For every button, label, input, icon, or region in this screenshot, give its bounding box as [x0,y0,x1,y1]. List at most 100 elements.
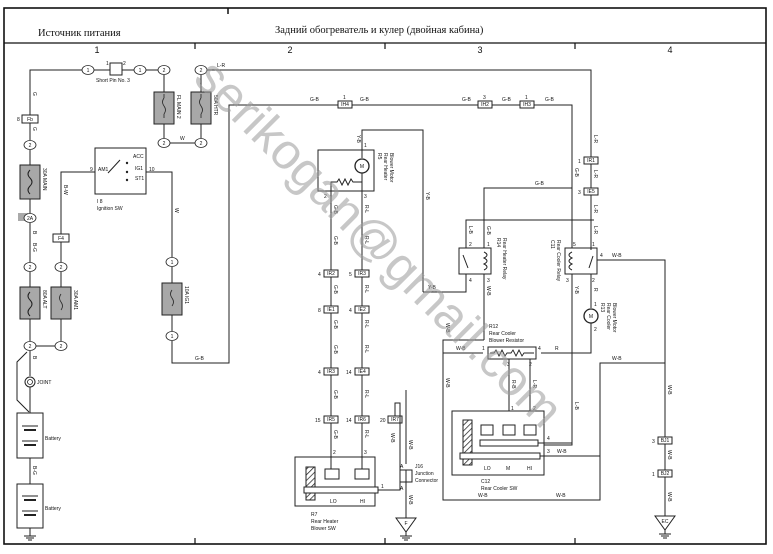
svg-text:M: M [360,164,364,170]
pin-label: 2 [592,278,595,284]
pin-label: 8 [318,308,321,314]
connector-label: IH4 [341,102,349,108]
wire-label-lr: L-R [531,380,537,388]
r13-name: Blower Motor [611,303,617,333]
wire-label-yb: Y-B [428,285,437,291]
ground-f-icon: F [395,517,417,541]
wire-label-rl: R-L [363,285,369,293]
wire-label-lr: L-R [592,135,598,143]
ignition-ig1-label: IG1 [135,166,143,172]
r12-name: Blower Resistor [489,338,524,344]
wire-label-lb: L-B [573,402,579,410]
pin-label: 2 [29,143,32,149]
ig1-10a-fuse [161,282,183,316]
short-pin-box [109,62,123,76]
wire-label-bg: B-G [31,466,37,475]
connector-label: IR5 [327,417,335,423]
rear-cooler-circuit: W-B W-B W-B W-B W-B W-B R12 Rear Cooler … [442,323,676,539]
ignition-sw-label: Ignition SW [97,206,123,212]
connector-1 [165,257,179,267]
pin-label: 2 [60,265,63,271]
alt-fuse-label: 80A ALT [41,290,47,309]
connector-2 [54,341,68,351]
pin-label: 9 [90,167,93,173]
wire-label-rb: R-B [510,380,516,389]
wire-label-r: R [555,346,559,352]
wire-label-gb: G-B [310,97,320,103]
wire-label-lr: L-R [592,205,598,213]
r13-name: Rear Cooler [605,303,611,330]
pin-label: 1 [139,68,142,74]
pin-label: 3 [483,95,486,101]
pin-label: 4 [349,308,352,314]
wire-label-gb: G-B [360,97,370,103]
wire-label-gb: G-B [545,97,555,103]
connector-2 [54,262,68,272]
r13-id: R13 [599,303,605,312]
wire-label-gb: G-B [485,226,491,236]
pin-label: 3 [364,450,367,456]
j16-pin-a: A [400,464,404,470]
connector-2 [23,140,37,150]
wire-label-w: W [173,208,179,213]
wire-label-gb: G-B [332,430,338,440]
pin-label: 1 [87,68,90,74]
ignition-st1-label: ST1 [135,176,144,182]
wire-label-r: R [592,288,598,292]
pin-label: 2 [60,344,63,350]
wire-label-wb: W-B [456,346,466,352]
pin-label: 1 [171,260,174,266]
r7-lo-label: LO [330,499,337,505]
wire-label-rl: R-L [363,345,369,353]
wire-label-wb: W-B [666,450,672,460]
battery-2-label: Battery [45,506,61,512]
connector-label: IR3 [327,369,335,375]
pin-label: 1 [171,334,174,340]
pin-label: 4 [318,370,321,376]
pin-label: 2 [469,242,472,248]
pin-label: 3 [364,194,367,200]
pin-label: 4 [318,272,321,278]
j16-pin-a: A [400,486,404,492]
wire-label-lr: L-R [592,226,598,234]
r5-name: Rear Heater [382,153,388,181]
short-pin-label: Short Pin No. 3 [96,78,130,84]
pin-label: 10 [149,167,155,173]
pin-label: 2 [29,344,32,350]
ground-f-label: F [404,521,407,527]
wire-label-gb: G-B [462,97,472,103]
battery-1 [16,412,44,459]
ground-ec-label: EC [662,519,669,525]
column-number-4: 4 [667,45,672,55]
wire-label-yb: Y-B [573,286,579,295]
wire-label-wb: W-B [478,493,488,499]
c12-id: C12 [481,479,490,485]
ignition-sw-id: I 8 [97,199,103,205]
j16-name: Connector [415,478,438,484]
wire-label-gb: G-B [332,285,338,295]
ground-ec-icon: EC [654,515,676,539]
wire-label-gb: G-B [332,236,338,246]
pin-label: 1 [592,242,595,248]
connector-1 [165,331,179,341]
wire-label-wb: W-B [407,495,413,505]
c12-lo-label: LO [484,466,491,472]
connector-label: IE2 [358,307,366,313]
connector-2a [23,213,37,223]
r7-name: Blower SW [311,526,336,532]
wire-label-wb: W-B [666,492,672,502]
c12-name: Rear Cooler SW [481,486,518,492]
pin-label: 1 [106,61,109,67]
r14-name: Rear Heater Relay [501,238,507,280]
connector-label: BJ2 [661,471,670,477]
pin-label: 1 [594,302,597,308]
r5-name: Blower Motor [388,153,394,183]
rear-cooler-blower-resistor [487,346,537,360]
c12-m-label: M [506,466,510,472]
wire-label-wb: W-B [557,449,567,455]
main-fuse-label: 30A MAIN [41,168,47,191]
pin-label: 3 [652,439,655,445]
connector-fb-label: Fb [27,117,33,123]
ground-icon [24,535,36,541]
wire-label-rl: R-L [363,236,369,244]
